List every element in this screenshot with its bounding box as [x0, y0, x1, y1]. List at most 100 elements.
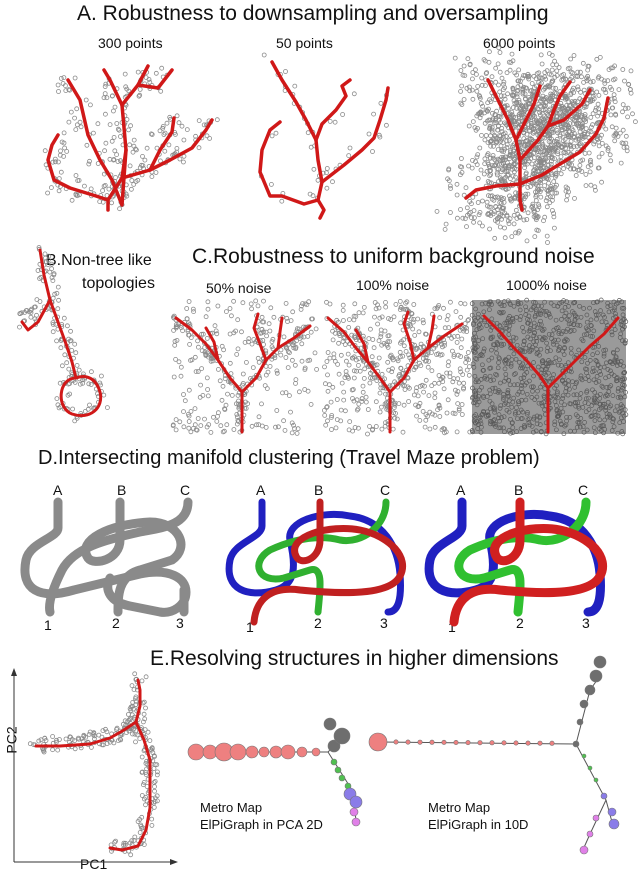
scatter-point — [487, 139, 493, 145]
scatter-point — [323, 170, 329, 176]
scatter-point — [466, 372, 472, 378]
scatter-point — [505, 172, 511, 178]
scatter-point — [509, 234, 515, 240]
scatter-point — [259, 326, 265, 332]
scatter-point — [472, 315, 477, 321]
scatter-point — [460, 72, 466, 78]
scatter-point — [61, 75, 67, 80]
scatter-point — [463, 185, 469, 191]
scatter-point — [504, 212, 510, 218]
metro-node — [368, 732, 388, 752]
scatter-point — [535, 388, 540, 394]
scatter-point — [436, 380, 442, 386]
scatter-point — [571, 53, 577, 58]
scatter-point — [523, 174, 529, 180]
scatter-point — [582, 114, 588, 120]
scatter-point — [324, 185, 330, 191]
scatter-point — [593, 108, 598, 113]
metro-node — [579, 845, 589, 855]
scatter-point — [202, 345, 208, 350]
scatter-point — [429, 368, 435, 374]
scatter-point — [186, 387, 192, 393]
scatter-point — [612, 305, 618, 311]
scatter-point — [592, 390, 598, 395]
scatter-point — [531, 112, 536, 118]
metro-map-1-line1: Metro Map — [200, 800, 263, 815]
scatter-point — [176, 120, 182, 126]
metro-node — [587, 765, 593, 771]
scatter-point — [577, 125, 582, 131]
scatter-point — [401, 343, 407, 349]
scatter-point — [411, 317, 417, 322]
scatter-point — [492, 134, 498, 140]
scatter-point — [555, 149, 561, 155]
scatter-point — [389, 366, 395, 372]
scatter-point — [534, 118, 539, 124]
scatter-point — [184, 316, 190, 322]
scatter-point — [540, 144, 545, 150]
scatter-point — [496, 166, 502, 172]
scatter-point — [514, 405, 519, 411]
scatter-point — [489, 129, 495, 135]
scatter-point — [600, 384, 606, 390]
scatter-point — [555, 362, 561, 368]
scatter-point — [518, 105, 523, 111]
scatter-point — [410, 319, 416, 325]
scatter-point — [469, 76, 475, 82]
scatter-point — [593, 105, 599, 111]
scatter-point — [476, 338, 481, 343]
scatter-point — [481, 171, 487, 177]
scatter-point — [55, 284, 61, 290]
scatter-point — [526, 73, 532, 79]
scatter-point — [543, 76, 549, 82]
metro-node — [245, 745, 259, 759]
scatter-point — [606, 389, 612, 394]
scatter-point — [75, 178, 81, 184]
scatter-point — [166, 142, 172, 148]
scatter-point — [487, 373, 493, 379]
scatter-point — [577, 303, 582, 309]
scatter-point — [539, 358, 545, 364]
scatter-point — [594, 89, 600, 95]
scatter-point — [556, 110, 562, 116]
scatter-point — [77, 119, 83, 125]
scatter-point — [510, 166, 515, 172]
scatter-point — [342, 342, 348, 347]
scatter-point — [615, 395, 621, 400]
scatter-point — [442, 342, 447, 348]
scatter-point — [178, 364, 184, 370]
scatter-point — [584, 78, 590, 84]
scatter-point — [125, 712, 131, 717]
scatter-point — [231, 427, 237, 432]
scatter-point — [243, 359, 249, 365]
scatter-point — [554, 403, 559, 408]
scatter-point — [284, 315, 290, 321]
scatter-point — [583, 376, 588, 382]
scatter-point — [460, 215, 466, 221]
scatter-point — [605, 78, 611, 84]
scatter-point — [551, 179, 557, 185]
scatter-point — [476, 111, 482, 116]
scatter-point — [564, 316, 570, 322]
scatter-point — [505, 387, 511, 393]
metro-node — [258, 746, 270, 758]
scatter-point — [517, 307, 523, 313]
scatter-point — [283, 69, 288, 74]
scatter-point — [584, 312, 590, 318]
scatter-point — [421, 389, 427, 395]
scatter-point — [330, 337, 336, 343]
scatter-point — [56, 297, 61, 303]
scatter-point — [497, 389, 503, 395]
metro-node — [477, 740, 483, 746]
scatter-point — [131, 838, 137, 843]
scatter-point — [88, 102, 93, 108]
scatter-point — [130, 149, 136, 155]
scatter-point — [270, 336, 276, 342]
scatter-point — [55, 747, 61, 753]
scatter-point — [269, 344, 275, 350]
scatter-point — [507, 300, 513, 306]
scatter-point — [582, 150, 588, 156]
scatter-point — [455, 401, 461, 407]
scatter-point — [562, 339, 568, 345]
scatter-point — [554, 190, 559, 196]
